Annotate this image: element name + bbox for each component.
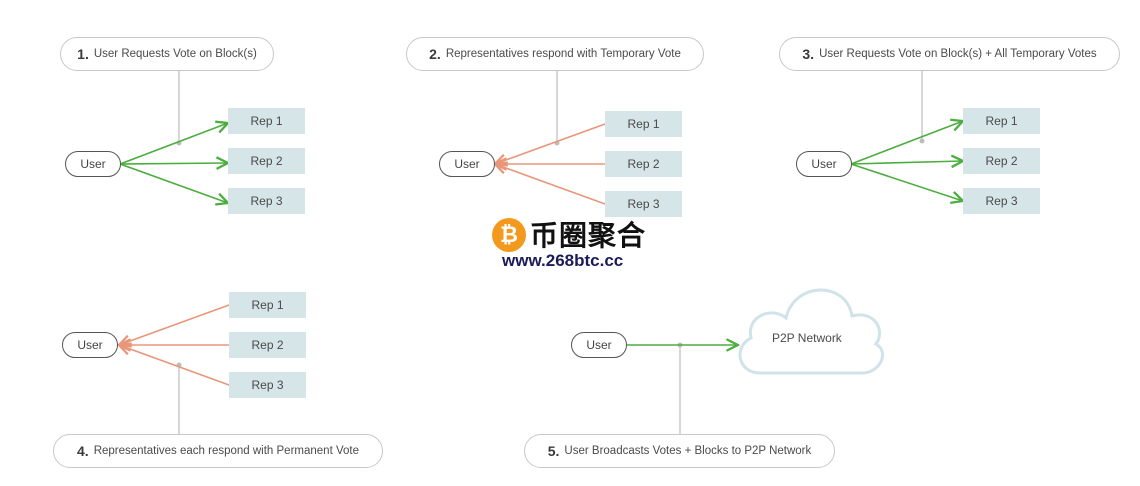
arrow-user-to-rep2 xyxy=(850,161,963,164)
step-number: 3. xyxy=(802,46,815,62)
arrow-user-to-rep2 xyxy=(119,163,228,164)
step-number: 2. xyxy=(429,46,441,62)
panel-2-connectors xyxy=(495,70,606,205)
step-text: User Requests Vote on Block(s) xyxy=(93,48,257,60)
arrow-rep1-to-user xyxy=(495,123,606,164)
rep-2-node: Rep 2 xyxy=(605,151,682,177)
step-5-label: 5. User Broadcasts Votes + Blocks to P2P… xyxy=(524,434,835,468)
rep-2-node: Rep 2 xyxy=(963,148,1040,174)
panel-5-connectors xyxy=(627,288,884,435)
rep-2-node: Rep 2 xyxy=(228,148,305,174)
rep-3-node: Rep 3 xyxy=(963,188,1040,214)
watermark-url: www.268btc.cc xyxy=(502,251,624,270)
arrow-user-to-rep1 xyxy=(119,123,228,165)
step-text: User Broadcasts Votes + Blocks to P2P Ne… xyxy=(564,445,812,457)
rep-3-node: Rep 3 xyxy=(605,191,682,217)
bitcoin-icon: ₿ xyxy=(492,218,526,252)
arrow-rep1-to-user xyxy=(119,304,230,345)
user-node: User xyxy=(65,151,121,177)
p2p-cloud-shape xyxy=(738,288,884,375)
rep-2-node: Rep 2 xyxy=(229,332,306,358)
user-node: User xyxy=(796,151,852,177)
step-1-label: 1. User Requests Vote on Block(s) xyxy=(60,37,274,71)
step-4-label: 4. Representatives each respond with Per… xyxy=(53,434,383,468)
step-number: 5. xyxy=(547,443,560,459)
arrow-user-to-rep1 xyxy=(850,121,963,165)
arrow-rep3-to-user xyxy=(119,345,230,386)
panel-3-connectors xyxy=(850,70,963,201)
rep-1-node: Rep 1 xyxy=(605,111,682,137)
step-text: Representatives respond with Temporary V… xyxy=(445,48,681,60)
watermark-title: 币圈聚合 xyxy=(530,220,647,251)
arrow-user-to-rep3 xyxy=(119,163,228,203)
step-3-label: 3. User Requests Vote on Block(s) + All … xyxy=(779,37,1120,71)
step-number: 1. xyxy=(77,46,89,62)
user-node: User xyxy=(62,332,118,358)
arrow-user-to-rep3 xyxy=(850,163,963,201)
user-node: User xyxy=(439,151,495,177)
arrow-rep3-to-user xyxy=(495,164,606,205)
p2p-network-label: P2P Network xyxy=(772,331,842,345)
rep-3-node: Rep 3 xyxy=(229,372,306,398)
rep-1-node: Rep 1 xyxy=(963,108,1040,134)
panel-4-connectors xyxy=(119,304,230,436)
user-node: User xyxy=(571,332,627,358)
step-text: Representatives each respond with Perman… xyxy=(93,445,359,457)
rep-1-node: Rep 1 xyxy=(228,108,305,134)
watermark-logo: ₿ 币圈聚合 www.268btc.cc xyxy=(492,218,662,278)
rep-1-node: Rep 1 xyxy=(229,292,306,318)
step-2-label: 2. Representatives respond with Temporar… xyxy=(406,37,704,71)
rep-3-node: Rep 3 xyxy=(228,188,305,214)
step-text: User Requests Vote on Block(s) + All Tem… xyxy=(819,48,1097,60)
panel-1-connectors xyxy=(119,70,228,203)
step-number: 4. xyxy=(77,443,89,459)
